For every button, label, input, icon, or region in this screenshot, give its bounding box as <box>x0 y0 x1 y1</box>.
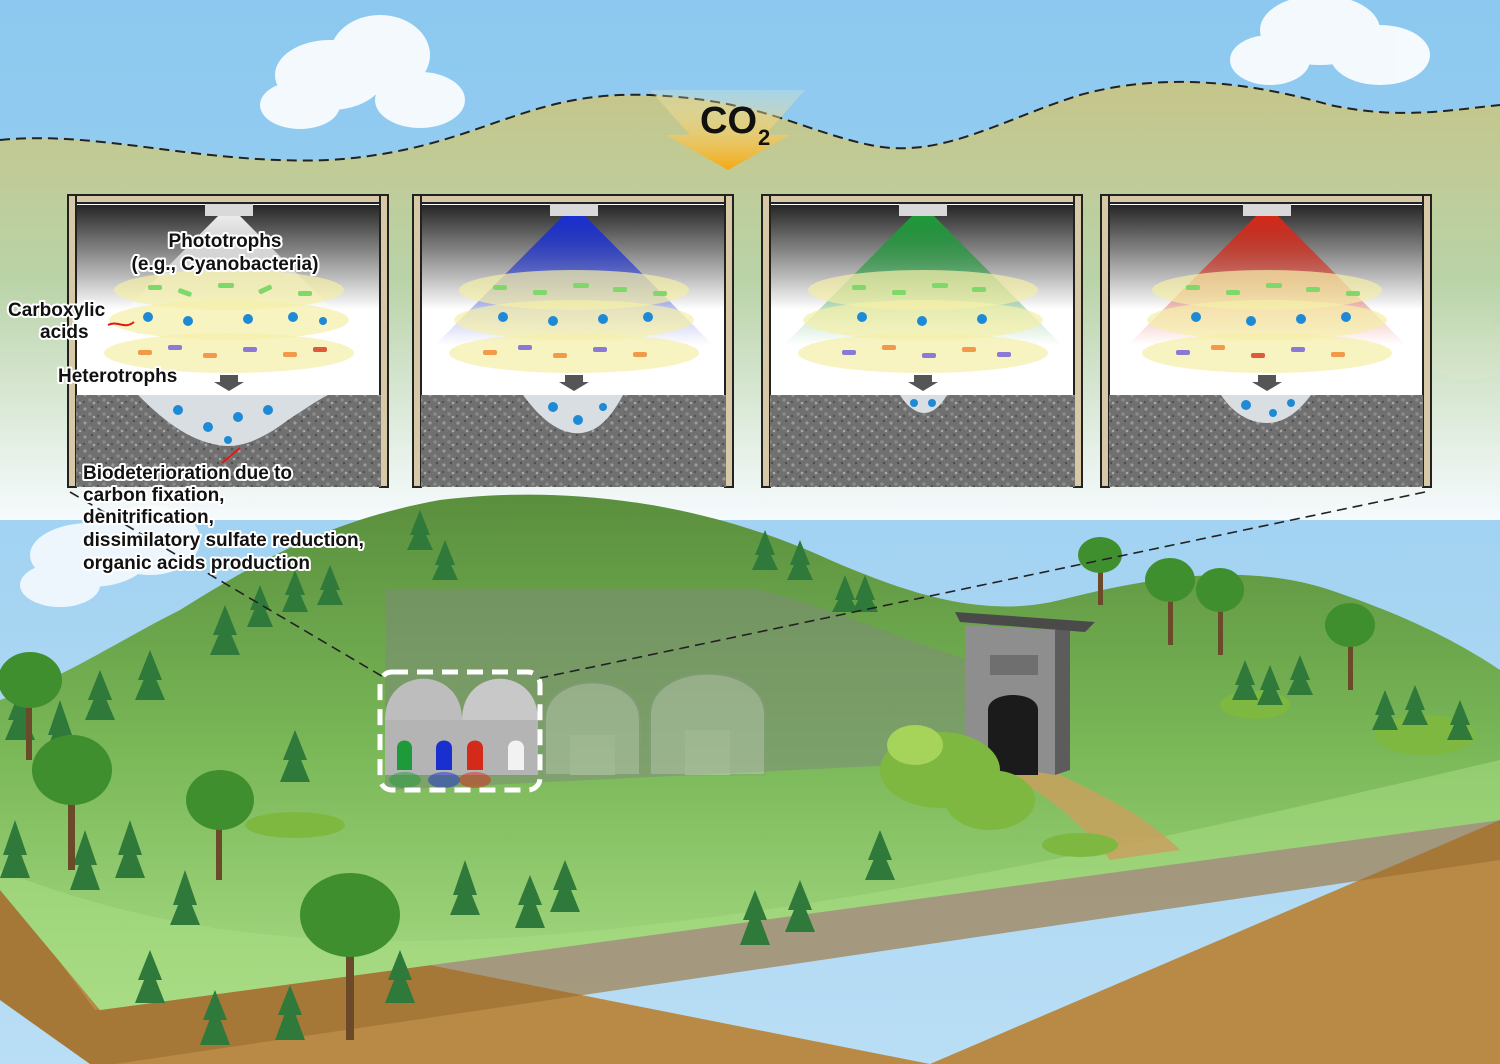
lamp-icon <box>205 204 253 216</box>
panel-4 <box>1100 194 1432 488</box>
lamp-icon <box>1243 204 1291 216</box>
callout-lines <box>69 491 1426 679</box>
phototrophs-example-label: (e.g., Cyanobacteria) <box>132 254 319 275</box>
panel-3 <box>761 194 1083 488</box>
biodeterioration-label-3: denitrification, <box>83 507 214 528</box>
phototrophs-label: Phototrophs <box>169 231 282 252</box>
carboxylic-arrow <box>107 321 135 327</box>
lamp-icon <box>899 204 947 216</box>
biodeterioration-arrow <box>221 447 241 464</box>
cloud-icon <box>20 505 200 607</box>
tomb-chamber-inset <box>377 669 543 793</box>
cloud-icon <box>1230 0 1430 85</box>
panel-2 <box>412 194 734 488</box>
atmosphere-boundary <box>0 80 1500 162</box>
biodeterioration-label-1: Biodeterioration due to <box>83 463 292 484</box>
biodeterioration-label-4: dissimilatory sulfate reduction, <box>83 530 364 551</box>
lamp-icon <box>550 204 598 216</box>
tomb-gate-icon <box>955 612 1095 775</box>
biodeterioration-label-5: organic acids production <box>83 553 310 574</box>
tomb-chambers-far <box>544 672 766 776</box>
dirt-path <box>1000 765 1180 860</box>
co2-arrow <box>650 90 805 170</box>
cloud-icon <box>260 15 465 129</box>
heterotrophs-label: Heterotrophs <box>58 366 177 387</box>
carboxylic-acids-label-2: acids <box>40 322 89 343</box>
biodeterioration-label-2: carbon fixation, <box>83 485 224 506</box>
tree-icon <box>0 510 1473 1045</box>
carboxylic-acids-label: Carboxylic <box>8 300 106 321</box>
panel-1 <box>67 194 389 488</box>
bush-icon <box>880 725 1035 830</box>
tree-icon <box>0 537 1375 1040</box>
co2-label: CO2 <box>700 100 770 150</box>
